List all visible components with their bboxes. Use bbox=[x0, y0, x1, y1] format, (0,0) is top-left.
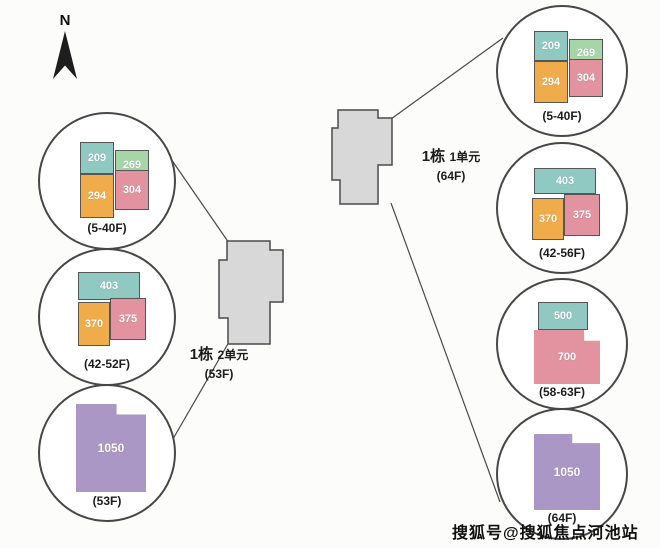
floor-range-label: (5-40F) bbox=[542, 109, 582, 123]
floor-range-label: (53F) bbox=[92, 494, 122, 508]
north-arrow-icon bbox=[53, 31, 77, 79]
connector-line-right-bottom bbox=[390, 202, 501, 503]
unit-area-block: 375 bbox=[564, 194, 600, 236]
building-name: 1栋 bbox=[189, 346, 214, 363]
unit2-floor-count: (53F) bbox=[204, 366, 234, 381]
unit-area-block: 500 bbox=[538, 302, 588, 330]
connector-line-right-top bbox=[390, 37, 504, 120]
compass-north-label: N bbox=[59, 12, 71, 29]
unit1-group2-circle: 403 370 375 (42-56F) bbox=[496, 142, 628, 274]
building-footprint-unit1 bbox=[331, 109, 393, 205]
floor-range-label: (5-40F) bbox=[87, 221, 127, 235]
unit1-floor-count: (64F) bbox=[436, 168, 466, 183]
unit-name: 1单元 bbox=[449, 150, 481, 164]
unit-area-block: 370 bbox=[78, 302, 110, 346]
unit2-title: 1栋 2单元 bbox=[176, 344, 262, 366]
building-name: 1栋 bbox=[421, 148, 446, 165]
building-footprint-unit2 bbox=[218, 240, 284, 345]
unit-area-block: 370 bbox=[532, 198, 564, 240]
unit2-group1-circle: 209 269 294 304 (5-40F) bbox=[38, 112, 176, 250]
unit-area-block: 304 bbox=[569, 59, 603, 97]
watermark-text: 搜狐号@搜狐焦点河池站 bbox=[452, 525, 639, 542]
unit1-label: 1栋 1单元 (64F) bbox=[408, 146, 494, 184]
unit-area-block: 294 bbox=[534, 61, 568, 103]
unit-area-block: 700 bbox=[534, 330, 600, 384]
floor-range-label: (42-52F) bbox=[83, 357, 130, 371]
unit1-title: 1栋 1单元 bbox=[408, 146, 494, 168]
unit-area-block: 1050 bbox=[76, 404, 146, 492]
unit-area-block: 209 bbox=[80, 142, 114, 174]
unit-area-block: 1050 bbox=[534, 434, 600, 510]
floor-range-label: (58-63F) bbox=[538, 385, 585, 399]
floor-range-label: (42-56F) bbox=[538, 246, 585, 260]
unit-area-block: 375 bbox=[110, 298, 146, 340]
compass: N bbox=[50, 12, 80, 79]
floor-range-label: (64F) bbox=[547, 511, 577, 525]
unit1-group3-circle: 500 700 (58-63F) bbox=[496, 278, 628, 410]
unit1-group4-circle: 1050 (64F) bbox=[496, 408, 628, 540]
unit2-label: 1栋 2单元 (53F) bbox=[176, 344, 262, 382]
unit2-group3-circle: 1050 (53F) bbox=[38, 384, 176, 522]
unit-area-block: 403 bbox=[534, 168, 596, 194]
unit-area-block: 304 bbox=[115, 170, 149, 210]
unit-area-block: 209 bbox=[534, 31, 568, 61]
unit1-group1-circle: 209 269 294 304 (5-40F) bbox=[496, 5, 628, 137]
unit-area-block: 403 bbox=[78, 272, 140, 300]
unit-area-block: 294 bbox=[80, 174, 114, 218]
unit2-group2-circle: 403 370 375 (42-52F) bbox=[38, 248, 176, 386]
unit-name: 2单元 bbox=[217, 348, 249, 362]
